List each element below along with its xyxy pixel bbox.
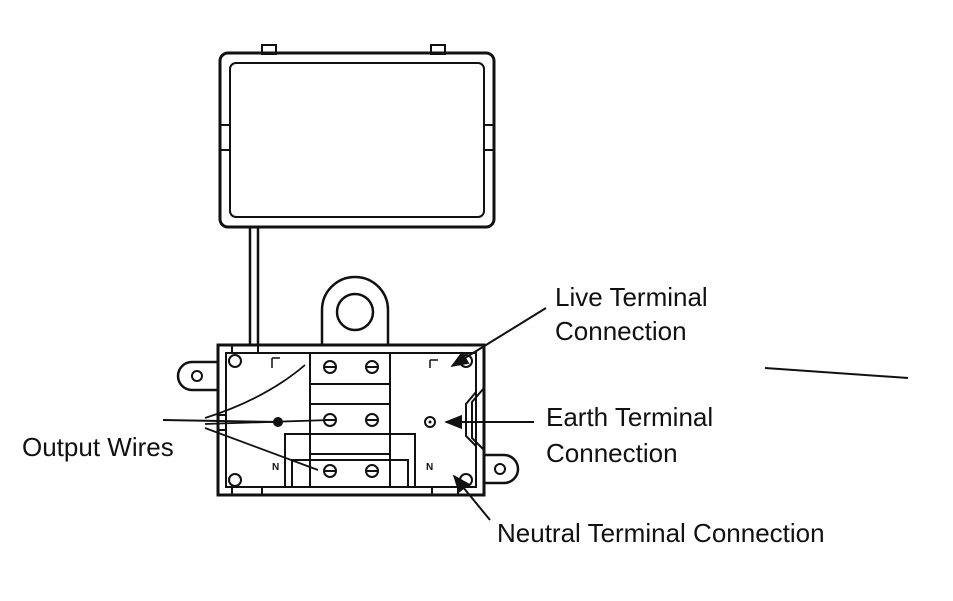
output-wires-label: Output Wires	[22, 432, 174, 462]
screw-icon	[323, 360, 337, 374]
live-terminal-label-line2: Connection	[555, 316, 687, 346]
earth-terminal-label-line2: Connection	[546, 438, 678, 468]
enclosure-lid	[218, 44, 496, 229]
screw-icon	[323, 464, 337, 478]
live-mark-icon	[271, 357, 280, 368]
screw-icon	[365, 360, 379, 374]
neutral-mark: N	[272, 462, 279, 473]
terminal-box	[176, 275, 520, 497]
earth-screw-icon	[424, 416, 436, 428]
live-mark-icon	[429, 359, 438, 368]
screw-icon	[365, 464, 379, 478]
hinge-strap	[248, 227, 260, 345]
neutral-terminal-label: Neutral Terminal Connection	[497, 518, 825, 548]
screw-icon	[365, 413, 379, 427]
earth-terminal-label: Earth Terminal	[546, 402, 713, 432]
leader-lines	[162, 307, 909, 521]
neutral-mark: N	[426, 462, 433, 473]
live-terminal-label: Live Terminal	[555, 282, 708, 312]
